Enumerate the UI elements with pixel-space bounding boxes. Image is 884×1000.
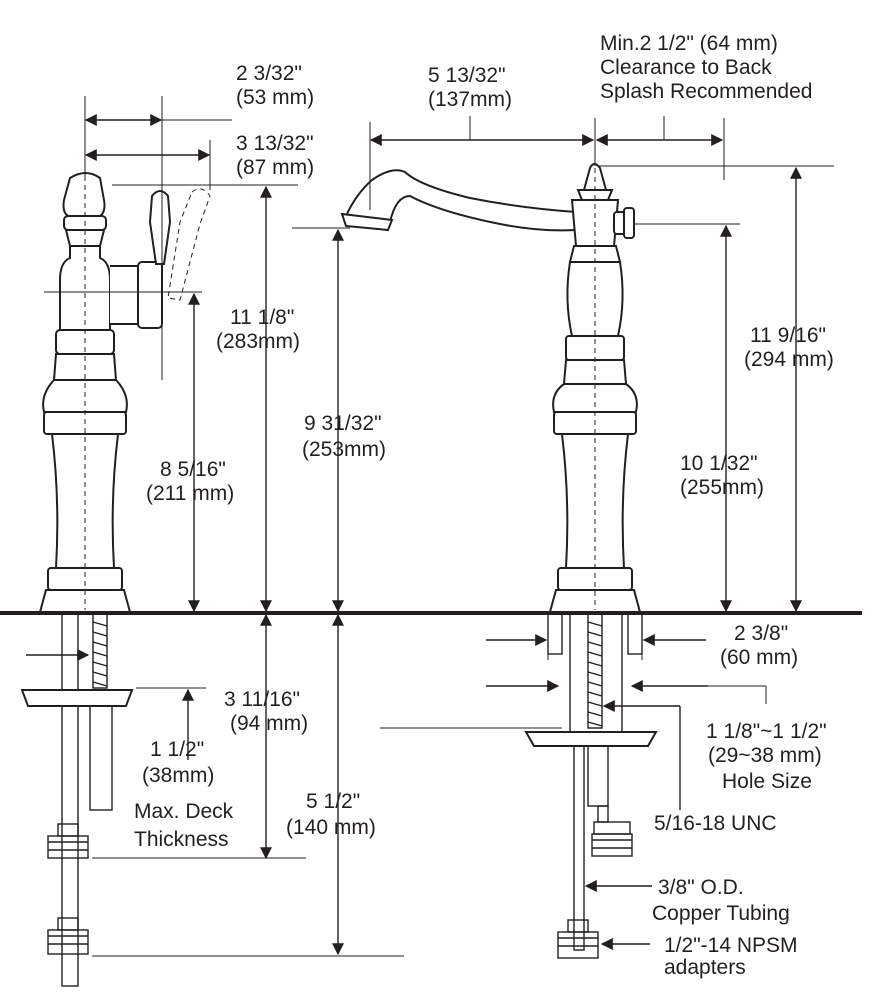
dim-3-11-16: 3 11/16" (94 mm) [224, 688, 308, 735]
faucet-side-underdeck [20, 613, 134, 987]
dim-5-1-2: 5 1/2" (140 mm) [286, 790, 376, 839]
faucet-side-view [38, 172, 211, 613]
dim-9-31-32: 9 31/32" (253mm) [302, 412, 387, 461]
dim-adapters: 1/2"-14 NPSM adapters [664, 934, 803, 979]
dim-max-deck: 1 1/2" (38mm) Max. Deck Thickness [134, 738, 239, 851]
dim-hole-size: 1 1/8"~1 1/2" (29~38 mm) Hole Size [706, 720, 832, 793]
dim-clearance: Min.2 1/2" (64 mm) Clearance to Back Spl… [600, 32, 812, 103]
dim-tubing: 3/8" O.D. Copper Tubing [652, 876, 790, 925]
dim-8-5-16: 8 5/16" (211 mm) [146, 458, 234, 505]
faucet-front-underdeck [524, 613, 658, 959]
dim-3-13-32: 3 13/32" (87 mm) [236, 132, 319, 179]
dim-2-3-8: 2 3/8" (60 mm) [720, 622, 798, 669]
dim-11-9-16: 11 9/16" (294 mm) [744, 324, 834, 371]
dim-thread: 5/16-18 UNC [654, 812, 777, 835]
dim-2-3-32: 2 3/32" (53 mm) [236, 62, 314, 109]
dim-5-13-32: 5 13/32" (137mm) [428, 64, 512, 111]
faucet-front-view [340, 163, 642, 613]
dimension-labels: 2 3/32" (53 mm) 3 13/32" (87 mm) 5 13/32… [134, 32, 834, 979]
dimension-lines [26, 96, 834, 957]
dim-11-1-8: 11 1/8" (283mm) [216, 306, 300, 353]
dim-10-1-32: 10 1/32" (255mm) [680, 452, 764, 499]
